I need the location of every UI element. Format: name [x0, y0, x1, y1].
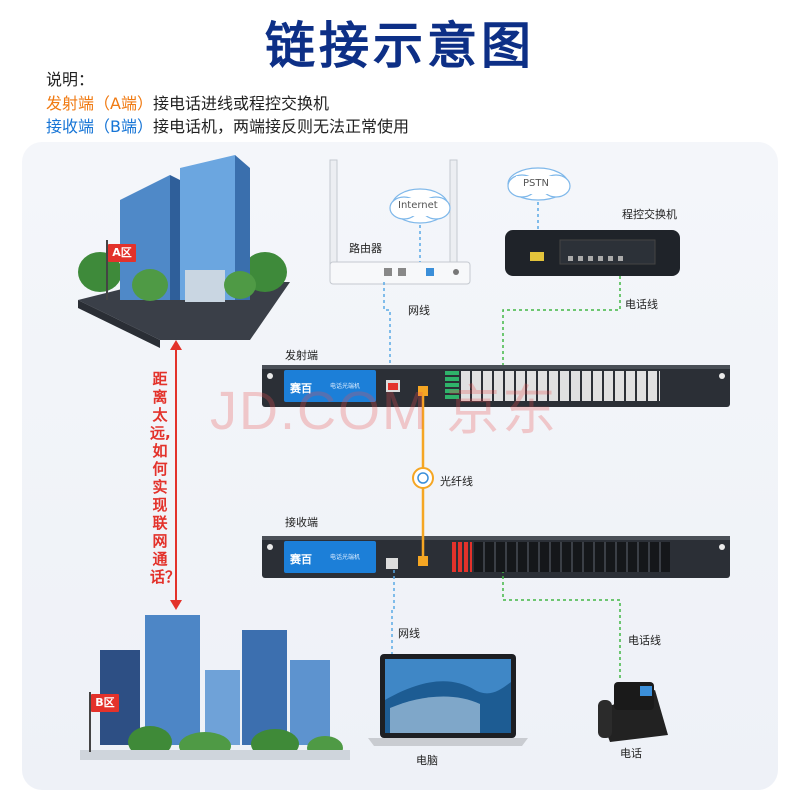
- network-cable-label-bottom: 网线: [398, 627, 420, 640]
- building-a-illustration: [78, 155, 290, 348]
- transmitter-label: 发射端: [285, 349, 318, 362]
- pbx-label: 程控交换机: [622, 208, 677, 221]
- router-illustration: [329, 159, 471, 285]
- zone-a-flag: A区: [108, 244, 136, 262]
- receiver-phone-ports: [474, 542, 670, 572]
- page-title: 链接示意图: [265, 17, 535, 75]
- transmitter-device-name: 电话光端机: [330, 383, 361, 390]
- transmitter-brand: 赛百: [290, 382, 312, 395]
- network-cable-label-top: 网线: [408, 304, 430, 317]
- notes-heading: 说明：: [46, 70, 95, 89]
- receiver-status-leds: [452, 542, 472, 572]
- distance-question: 距离太远,如何实现联网通话？: [150, 370, 181, 586]
- receiver-label: 接收端: [285, 516, 318, 529]
- phone-label: 电话: [620, 747, 642, 760]
- notes-line-2: 接收端（B端）接电话机，两端接反则无法正常使用: [46, 113, 409, 137]
- pbx-illustration: [505, 230, 680, 276]
- phone-cable-label-top: 电话线: [625, 298, 658, 311]
- computer-label: 电脑: [416, 754, 438, 767]
- internet-label: Internet: [398, 200, 438, 211]
- phone-cable-label-bottom: 电话线: [628, 634, 661, 647]
- fiber-label: 光纤线: [440, 475, 473, 488]
- telephone-illustration: [598, 682, 668, 742]
- transmitter-status-leds: [445, 371, 459, 401]
- internet-cloud-icon: [389, 188, 451, 224]
- zone-b-flag: B区: [91, 694, 119, 712]
- fiber-coil-icon: [412, 467, 434, 489]
- receiver-device-name: 电话光端机: [330, 554, 361, 561]
- pstn-label: PSTN: [523, 178, 549, 189]
- transmitter-note-label: 发射端（A端）: [46, 94, 153, 113]
- pstn-cloud-icon: [507, 167, 571, 201]
- receiver-note-label: 接收端（B端）: [46, 117, 153, 136]
- router-label: 路由器: [349, 242, 382, 255]
- receiver-brand: 赛百: [290, 553, 312, 566]
- laptop-illustration: [368, 654, 528, 746]
- transmitter-note-text: 接电话进线或程控交换机: [152, 94, 329, 113]
- building-b-illustration: [80, 615, 350, 760]
- transmitter-phone-ports: [450, 371, 660, 401]
- watermark: JD.COM 京东: [210, 381, 558, 441]
- receiver-note-text: 接电话机，两端接反则无法正常使用: [152, 117, 409, 136]
- notes-line-1: 发射端（A端）接电话进线或程控交换机: [46, 90, 329, 114]
